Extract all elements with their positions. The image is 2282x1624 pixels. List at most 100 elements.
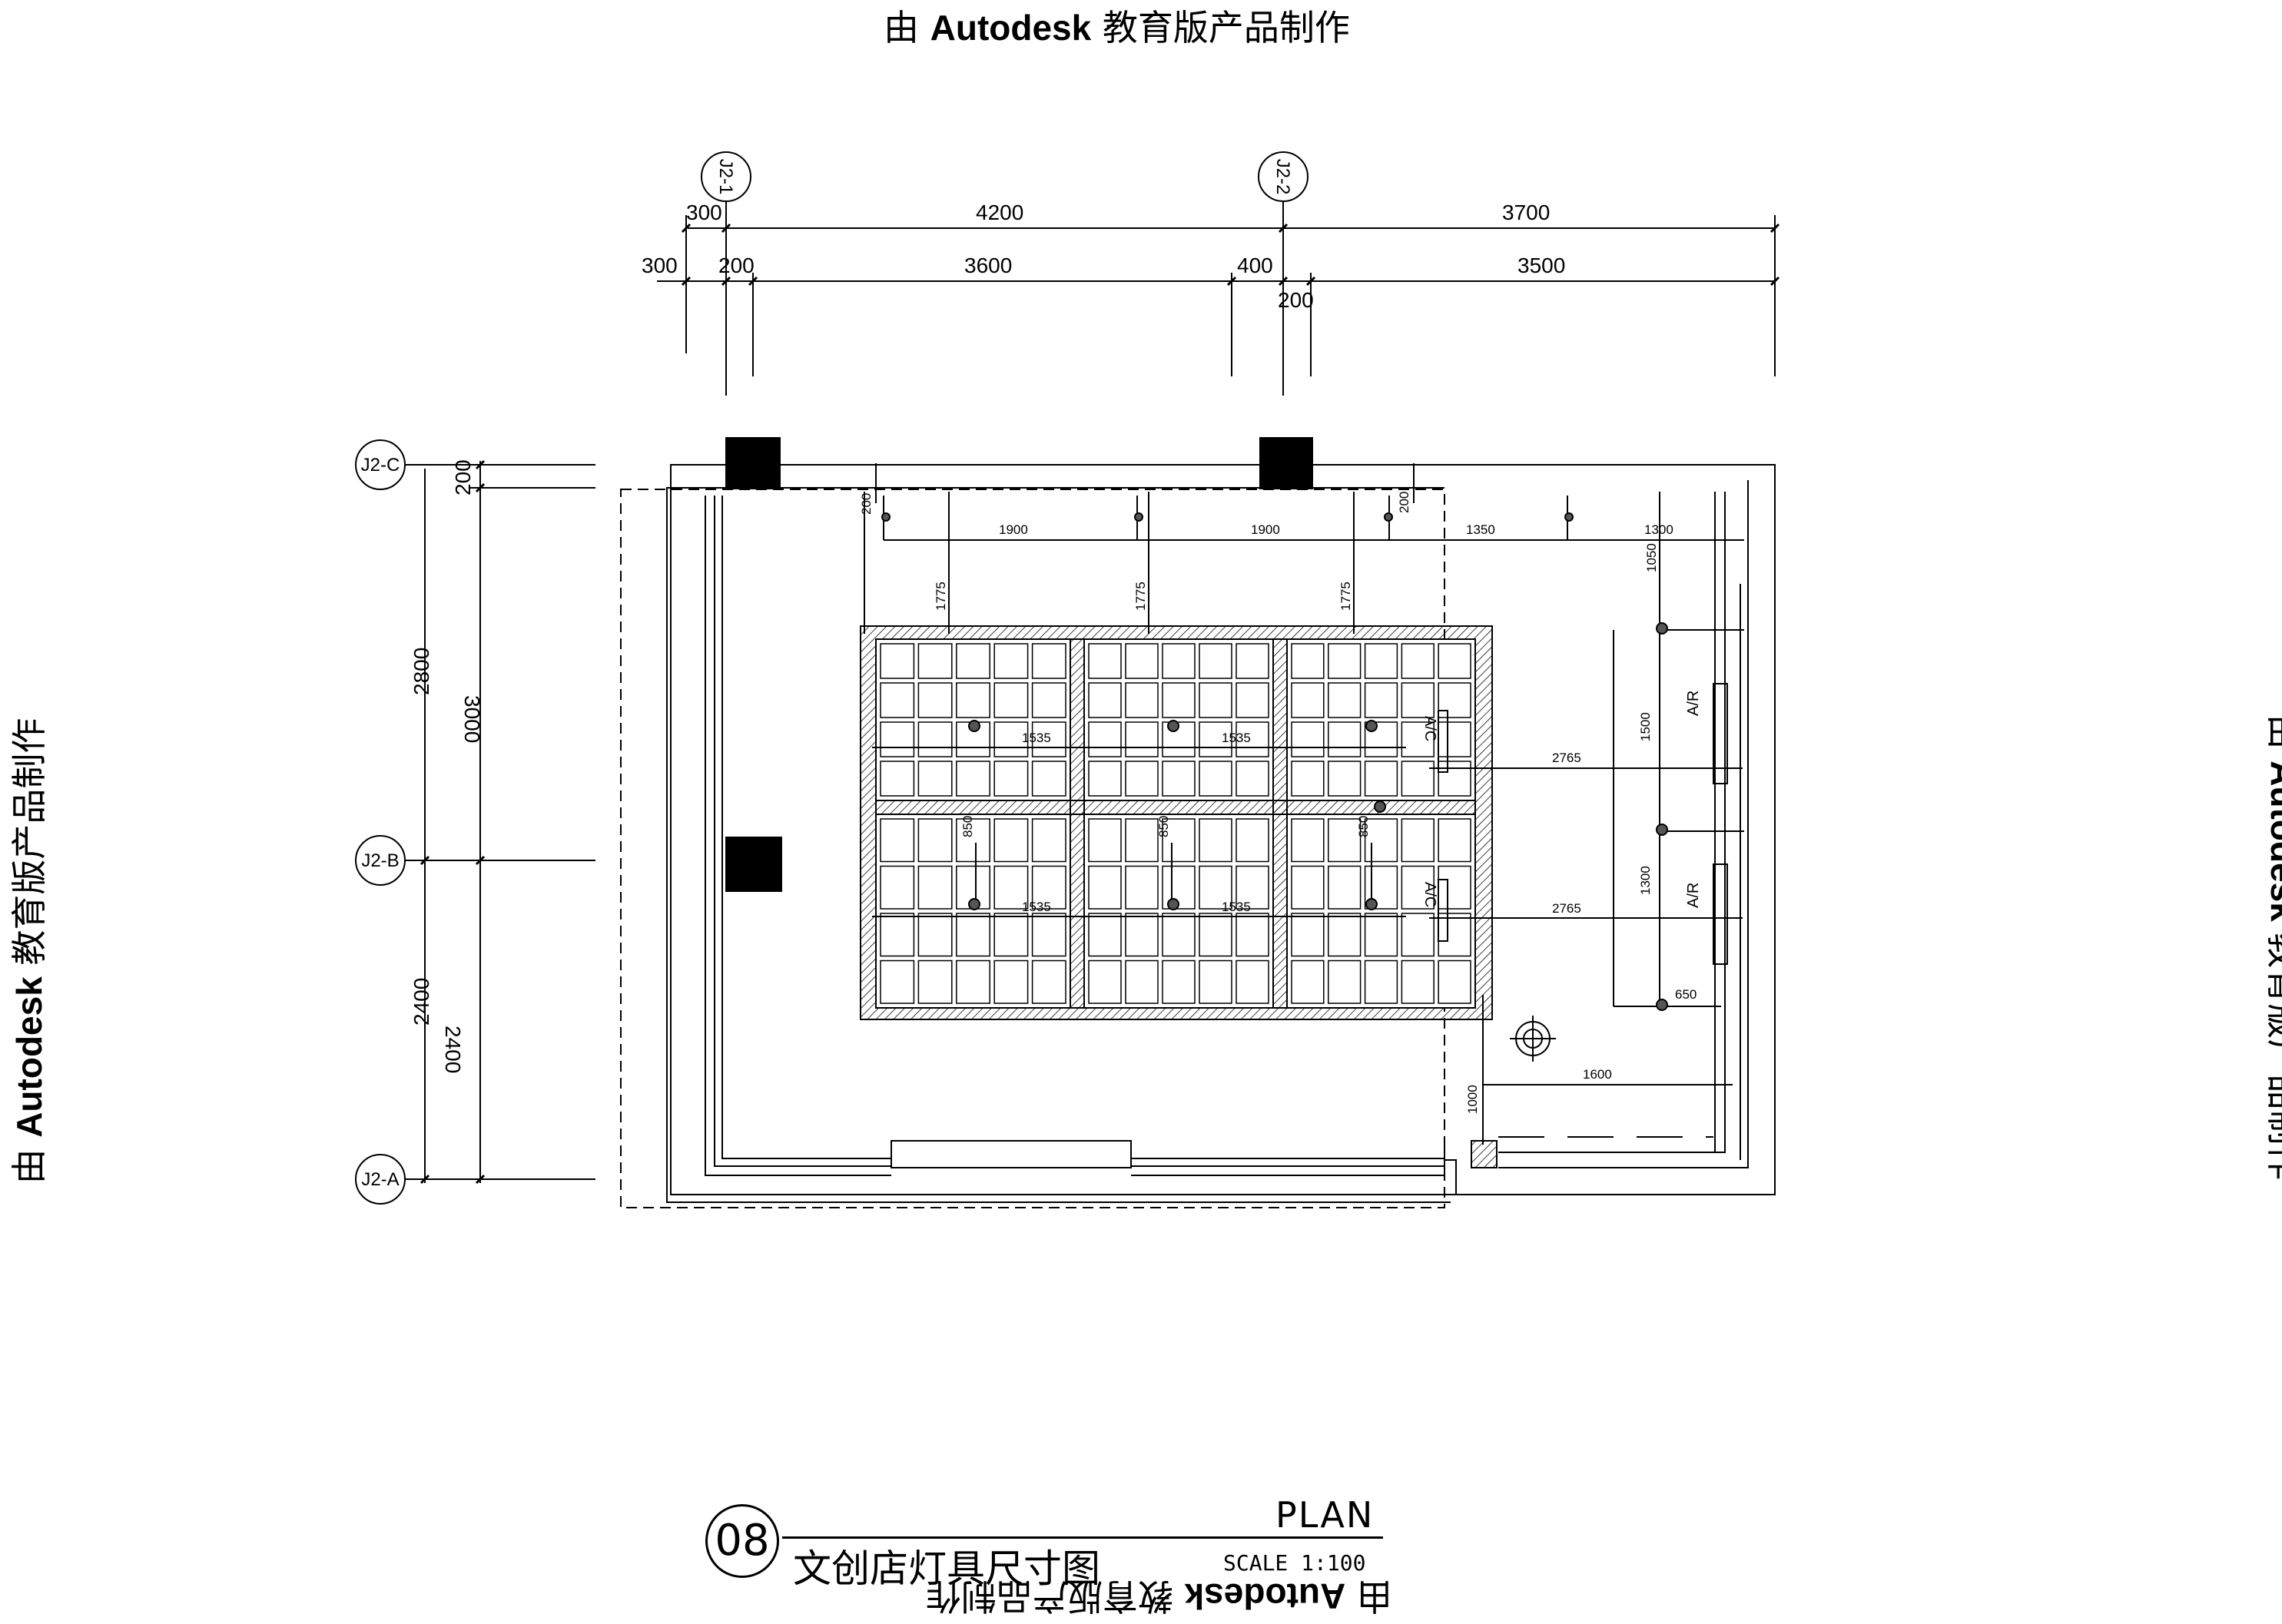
title-underline — [782, 1536, 1383, 1539]
dim-850-1: 850 — [960, 816, 975, 837]
dim-1535-1: 1535 — [1022, 731, 1051, 745]
ceiling-cell — [880, 959, 915, 1004]
ceiling-cell — [1199, 913, 1232, 957]
grid-label-row-a: J2-A — [361, 1169, 399, 1190]
ceiling-cell — [917, 818, 953, 863]
grid-bubble — [355, 835, 406, 886]
ceiling-cell — [1328, 959, 1362, 1004]
ceiling-grid-cells — [880, 643, 1471, 1004]
ceiling-cell — [1401, 818, 1435, 863]
ceiling-cell — [880, 682, 915, 718]
ceiling-cell — [880, 818, 915, 863]
ceiling-cell — [1125, 721, 1159, 757]
dim-2765-1: 2765 — [1552, 751, 1581, 765]
ceiling-cell — [1236, 682, 1269, 718]
ceiling-cell — [1031, 865, 1066, 910]
ceiling-cell — [917, 913, 953, 957]
ceiling-cell — [1162, 761, 1196, 797]
dim-top-2-1: 200 — [718, 254, 755, 277]
ceiling-cell — [1088, 959, 1122, 1004]
dim-top-below: 200 — [1278, 288, 1314, 312]
ceiling-cell — [993, 721, 1029, 757]
ceiling-cell — [1291, 761, 1325, 797]
ceiling-cell — [1291, 643, 1325, 679]
ceiling-cell — [1364, 643, 1398, 679]
drawing-title: 文创店灯具尺寸图 — [793, 1546, 1100, 1591]
dim-650: 650 — [1675, 987, 1697, 1002]
ceiling-cell — [1401, 643, 1435, 679]
ceiling-cell — [1236, 643, 1269, 679]
ceiling-cell — [1291, 865, 1325, 910]
dim-1900-2: 1900 — [1251, 522, 1280, 537]
dim-1775-1: 1775 — [934, 582, 948, 611]
ceiling-cell — [1328, 761, 1362, 797]
grid-bubble — [355, 1154, 406, 1205]
grid-bubble — [355, 439, 406, 490]
scale-label: SCALE 1:100 — [1223, 1550, 1366, 1576]
ceiling-cell — [917, 643, 953, 679]
ceiling-cell — [1236, 913, 1269, 957]
dim-1535-2: 1535 — [1222, 731, 1251, 745]
ceiling-cell — [1364, 721, 1398, 757]
grid-bubble — [1258, 151, 1309, 202]
ceiling-cell — [1199, 818, 1232, 863]
dim-200-right: 200 — [1397, 492, 1411, 513]
ceiling-cell — [1162, 959, 1196, 1004]
dim-left-2400b: 2400 — [410, 978, 433, 1026]
ceiling-cell — [917, 959, 953, 1004]
ceiling-cell — [1088, 913, 1122, 957]
ceiling-cell — [956, 913, 990, 957]
ceiling-cell — [1364, 913, 1398, 957]
ceiling-cell — [1125, 682, 1159, 718]
dim-left-3000: 3000 — [460, 695, 484, 743]
dim-top-1-1: 4200 — [976, 201, 1023, 224]
ceiling-cell — [1125, 959, 1159, 1004]
dim-1300-mid: 1300 — [1638, 866, 1653, 895]
grid-label-col-2: J2-2 — [1272, 159, 1293, 195]
ceiling-cell — [1401, 682, 1435, 718]
ceiling-cell — [880, 913, 915, 957]
drawing-number: 08 — [705, 1504, 779, 1578]
ceiling-cell — [1125, 865, 1159, 910]
ceiling-cell — [880, 865, 915, 910]
dim-top-1-2: 3700 — [1502, 201, 1550, 224]
dim-top-2-3: 400 — [1237, 254, 1273, 277]
ceiling-cell — [1291, 682, 1325, 718]
ceiling-cell — [1401, 959, 1435, 1004]
ceiling-cell — [1328, 682, 1362, 718]
dim-top-2-0: 300 — [642, 254, 678, 277]
ceiling-cell — [1291, 959, 1325, 1004]
ceiling-cell — [1199, 761, 1232, 797]
ceiling-cell — [1328, 721, 1362, 757]
ceiling-cell — [1125, 761, 1159, 797]
dim-1775-3: 1775 — [1338, 582, 1353, 611]
ceiling-cell — [1291, 721, 1325, 757]
ceiling-cell — [1328, 643, 1362, 679]
ceiling-cell — [1199, 682, 1232, 718]
ceiling-cell — [1031, 913, 1066, 957]
ceiling-cell — [1162, 643, 1196, 679]
ceiling-cell — [956, 682, 990, 718]
ceiling-cell — [993, 761, 1029, 797]
ceiling-cell — [1199, 721, 1232, 757]
ar-label-1: A/R — [1685, 691, 1702, 716]
grid-label-col-1: J2-1 — [715, 159, 736, 195]
ceiling-cell — [1328, 865, 1362, 910]
ceiling-cell — [1401, 865, 1435, 910]
watermark-right: 由 Autodesk 教育版产品制作 — [2263, 714, 2282, 1181]
ceiling-cell — [956, 761, 990, 797]
dim-200-left: 200 — [859, 493, 874, 515]
ceiling-cell — [1199, 865, 1232, 910]
ceiling-cell — [1291, 913, 1325, 957]
ceiling-cell — [993, 913, 1029, 957]
ceiling-cell — [993, 643, 1029, 679]
dim-top-1-0: 300 — [686, 201, 722, 224]
ceiling-cell — [1125, 643, 1159, 679]
ar-label-2: A/R — [1685, 883, 1702, 908]
ceiling-cell — [1236, 865, 1269, 910]
dim-1535-4: 1535 — [1222, 900, 1251, 914]
dim-left-2800: 2800 — [410, 648, 433, 695]
ceiling-cell — [1031, 721, 1066, 757]
